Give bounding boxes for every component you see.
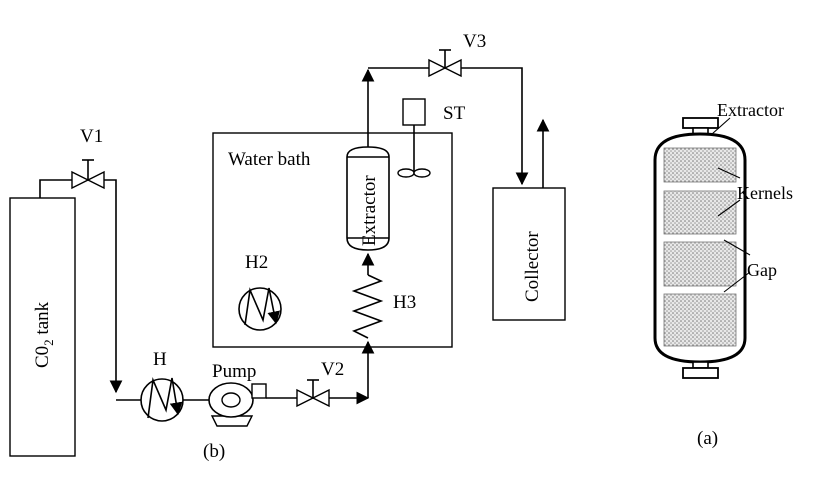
pump: Pump — [208, 361, 267, 427]
heater-h2: H2 — [238, 252, 282, 331]
kernel-bed-4 — [663, 293, 737, 347]
extractor-detail: Extractor Kernels Gap — [653, 100, 793, 379]
detail-kernels-label: Kernels — [737, 183, 793, 203]
co2-tank: C02 tank — [9, 197, 76, 457]
water-bath-label: Water bath — [228, 149, 311, 170]
heater-h3-label: H3 — [393, 292, 416, 313]
stirrer-st-label: ST — [443, 103, 466, 124]
kernel-bed-3 — [663, 241, 737, 287]
caption-a: (a) — [697, 428, 718, 449]
detail-gap-label: Gap — [747, 260, 777, 280]
extractor-vessel: Extractor — [346, 146, 390, 251]
valve-v3-label: V3 — [463, 31, 486, 52]
extractor-vessel-label: Extractor — [359, 175, 380, 246]
stirrer-st: ST — [397, 98, 466, 178]
valve-v1-label: V1 — [80, 126, 103, 147]
valve-v2-label: V2 — [321, 359, 344, 380]
collector: Collector — [492, 118, 566, 321]
collector-label: Collector — [522, 231, 543, 302]
water-bath: Water bath — [212, 132, 453, 348]
caption-b: (b) — [203, 441, 225, 462]
valve-v3: V3 — [428, 31, 486, 78]
heater-h: H — [140, 349, 184, 422]
valve-v2: V2 — [296, 359, 344, 408]
valve-v1: V1 — [71, 126, 105, 190]
line-v3-to-collector — [461, 67, 529, 186]
heater-h2-label: H2 — [245, 252, 268, 273]
detail-extractor-label: Extractor — [717, 100, 784, 120]
pump-label: Pump — [212, 361, 256, 382]
kernel-bed-2 — [663, 190, 737, 235]
kernel-bed-1 — [663, 147, 737, 183]
co2-tank-label: C02 tank — [32, 301, 56, 368]
line-tank-to-heater — [39, 179, 142, 401]
heater-h3-coil: H3 — [351, 274, 416, 339]
heater-h-label: H — [153, 349, 167, 370]
